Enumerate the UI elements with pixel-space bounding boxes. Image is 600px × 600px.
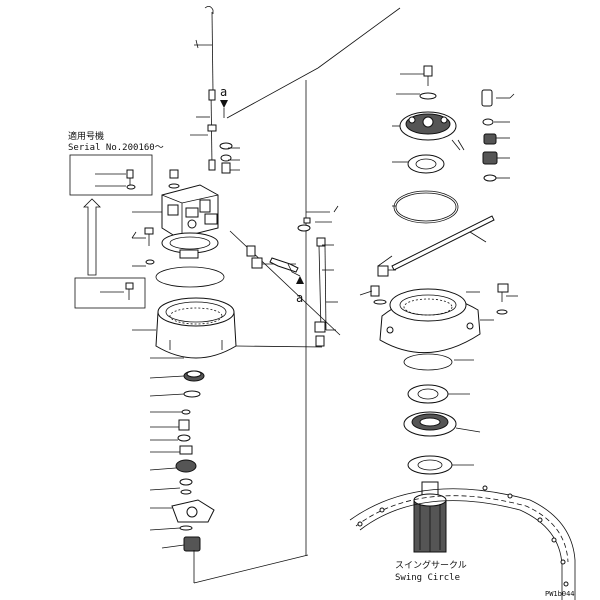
- ring-gear-housing: [155, 297, 237, 359]
- mount-bolt: [144, 227, 155, 265]
- swing-circle-label-en: Swing Circle: [395, 573, 460, 583]
- callout-lines-center: [306, 211, 338, 331]
- swing-motor: [161, 184, 219, 259]
- applicability-title: 適用号機: [68, 130, 104, 142]
- view-marker-a-upper: a: [220, 85, 228, 118]
- bolt-icon: [126, 169, 134, 179]
- pinion-shaft: [413, 481, 447, 553]
- drain-pipe: [297, 217, 327, 347]
- applicability-box-lower: [74, 277, 146, 309]
- o-ring-large: [393, 190, 459, 224]
- drawing-number: PW1b044: [545, 590, 575, 598]
- motor-fittings: [168, 142, 233, 189]
- callout-lines-left: [132, 44, 240, 549]
- bolt-icon: [125, 282, 134, 290]
- assembly-lines: [193, 7, 401, 584]
- center-fittings: a: [246, 245, 304, 305]
- long-shaft: [391, 215, 495, 271]
- swing-circle-ring: [349, 485, 576, 600]
- callout-lines-right: [359, 73, 518, 466]
- washer-icon: [126, 184, 136, 190]
- right-stack-bottom: [403, 353, 457, 475]
- applicability-note: 適用号機 Serial No.200160～: [68, 130, 164, 153]
- gear-stack-left: [171, 370, 215, 552]
- right-stack-top: [399, 65, 498, 182]
- applicability-box-upper: [69, 154, 153, 196]
- callout-ticks: [131, 39, 515, 239]
- applicability-serial: Serial No.200160～: [68, 143, 164, 153]
- arrow-up: [83, 198, 101, 276]
- swing-circle-label: スイングサークル Swing Circle: [395, 559, 467, 583]
- right-fittings: [370, 265, 509, 315]
- marker-a-label: a: [220, 85, 227, 99]
- marker-a-lower-label: a: [296, 291, 303, 305]
- right-housing: [379, 288, 481, 354]
- swing-circle-label-jp: スイングサークル: [395, 559, 467, 571]
- dipstick: [204, 6, 217, 171]
- gasket: [155, 266, 225, 288]
